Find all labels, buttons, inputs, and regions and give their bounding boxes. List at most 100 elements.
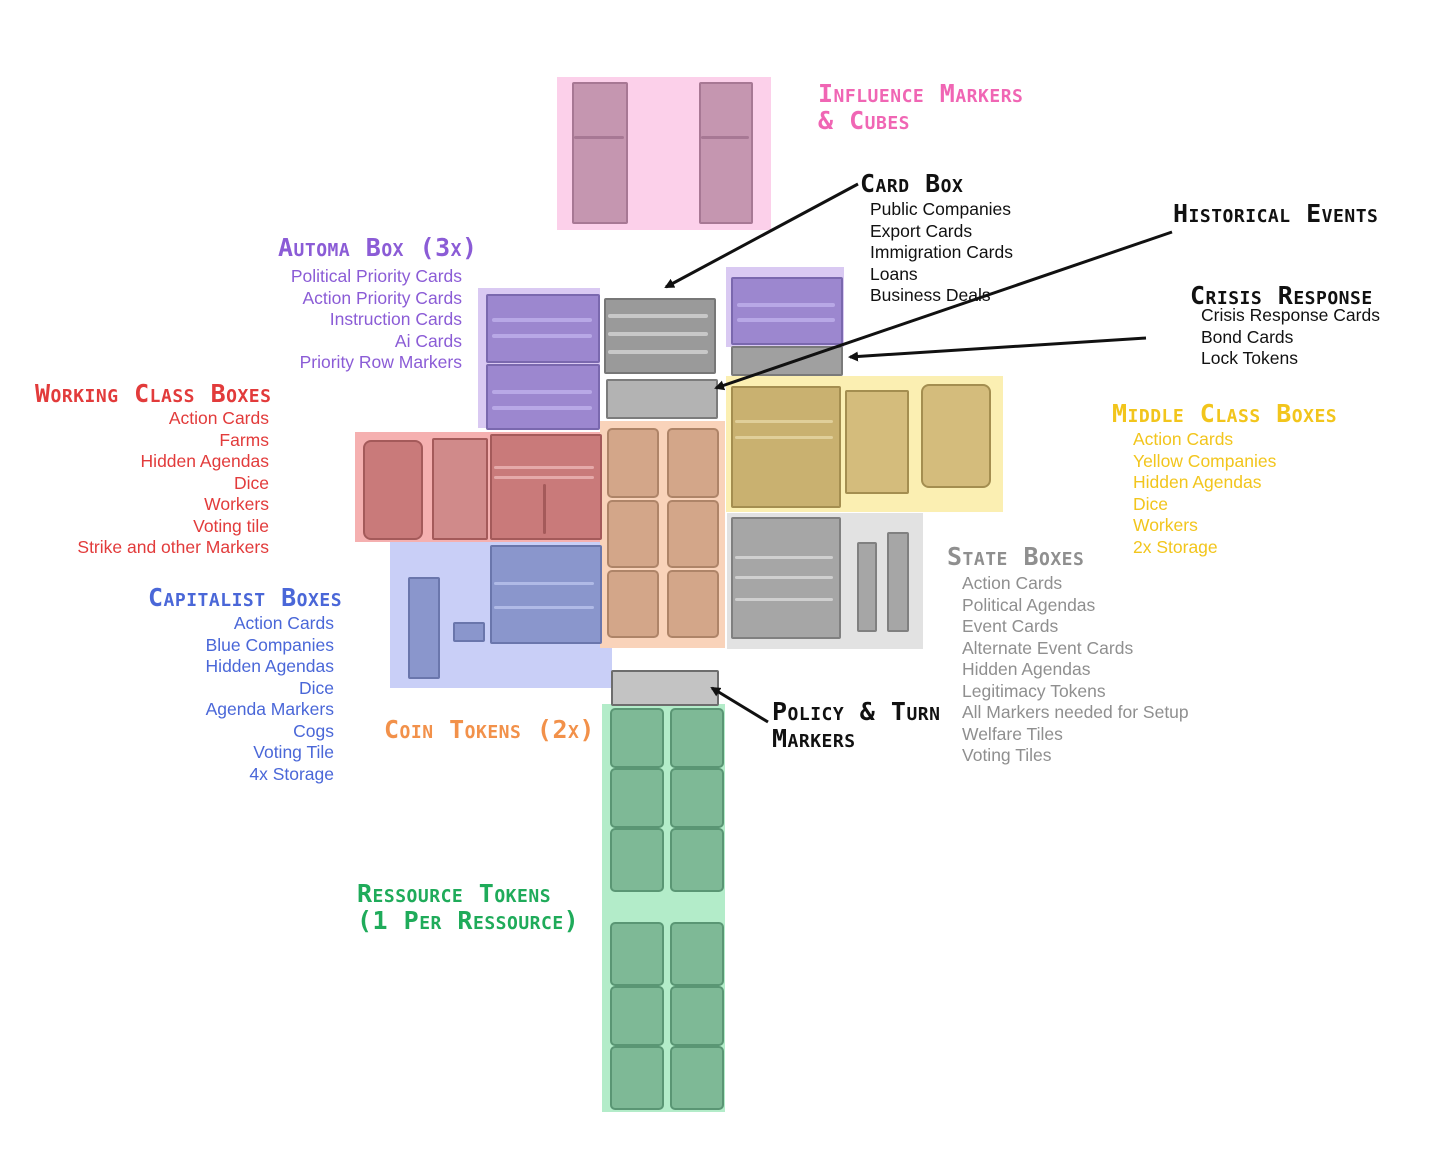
list-item: Business Deals bbox=[870, 285, 991, 305]
state-storage-1 bbox=[857, 542, 877, 632]
resource-tray-2 bbox=[610, 768, 664, 828]
list-item: Alternate Event Cards bbox=[962, 637, 1134, 658]
resource-title-line1: Ressource Tokens bbox=[357, 879, 552, 908]
list-item: Hidden Agendas bbox=[962, 659, 1091, 679]
resource-tray-7 bbox=[610, 922, 664, 986]
list-item: Crisis Response Cards bbox=[1201, 305, 1380, 325]
automa-box-1-shelf2 bbox=[492, 334, 592, 338]
card-box-shelf3 bbox=[608, 350, 708, 354]
influence-tray-left-divider bbox=[574, 136, 624, 139]
capitalist-box-main bbox=[490, 545, 602, 644]
working-box-1 bbox=[363, 440, 423, 540]
coin-tray-6 bbox=[667, 570, 719, 638]
middle-box-shelf bbox=[735, 420, 833, 423]
automa-title: Automa Box (3x) bbox=[278, 233, 478, 262]
card-box bbox=[604, 298, 716, 374]
list-item: Instruction Cards bbox=[329, 309, 462, 329]
list-item: Workers bbox=[1133, 515, 1198, 535]
capitalist-box-shelf bbox=[494, 582, 594, 585]
list-item: Political Agendas bbox=[962, 594, 1096, 615]
historical-events-tray bbox=[606, 379, 718, 419]
middle-box-tray bbox=[921, 384, 991, 488]
capitalist-list: Action Cards Blue Companies Hidden Agend… bbox=[206, 613, 334, 785]
list-item: Public Companies bbox=[870, 199, 1012, 219]
resource-tray-4 bbox=[670, 708, 724, 768]
list-item: Legitimacy Tokens bbox=[962, 680, 1106, 701]
middle-box-card bbox=[845, 390, 909, 494]
automa-list: Political Priority Cards Action Priority… bbox=[291, 266, 462, 374]
capitalist-storage-tall bbox=[408, 577, 440, 679]
capitalist-box-shelf2 bbox=[494, 606, 594, 609]
automa-box-3-shelf2 bbox=[737, 318, 835, 322]
coin-tray-1 bbox=[607, 428, 659, 498]
list-item: Hidden Agendas bbox=[1133, 472, 1262, 492]
list-item: Action Cards bbox=[1133, 429, 1234, 449]
list-item: Welfare Tiles bbox=[962, 723, 1063, 744]
capitalist-title: Capitalist Boxes bbox=[148, 583, 343, 612]
list-item: Action Cards bbox=[168, 408, 269, 428]
arrow-policy-turn bbox=[710, 686, 769, 724]
state-box-shelf1 bbox=[735, 556, 833, 559]
working-class-list: Action Cards Farms Hidden Agendas Dice W… bbox=[77, 408, 269, 559]
capitalist-storage-small bbox=[453, 622, 485, 642]
coin-tray-2 bbox=[607, 500, 659, 568]
list-item: Lock Tokens bbox=[1201, 348, 1298, 368]
list-item: Dice bbox=[1133, 493, 1169, 514]
resource-tray-12 bbox=[670, 1046, 724, 1110]
list-item: Farms bbox=[219, 429, 269, 450]
resource-tray-6 bbox=[670, 828, 724, 892]
list-item: Cogs bbox=[293, 720, 334, 741]
list-item: Voting tile bbox=[193, 515, 269, 536]
working-box-2 bbox=[432, 438, 488, 540]
list-item: All Markers needed for Setup bbox=[962, 702, 1189, 722]
state-box-shelf2 bbox=[735, 576, 833, 579]
state-storage-2 bbox=[887, 532, 909, 632]
working-class-title: Working Class Boxes bbox=[35, 379, 272, 408]
list-item: Loans bbox=[870, 263, 918, 284]
crisis-response-title: Crisis Response bbox=[1190, 281, 1373, 310]
working-box-3-shelf2 bbox=[494, 476, 594, 479]
automa-box-2-shelf2 bbox=[492, 406, 592, 410]
coin-tray-5 bbox=[667, 500, 719, 568]
resource-title-line2: (1 Per Ressource) bbox=[357, 906, 580, 935]
list-item: Dice bbox=[298, 677, 334, 698]
policy-turn-title: Policy & Turn Markers bbox=[772, 698, 940, 752]
list-item: Yellow Companies bbox=[1133, 450, 1277, 471]
crisis-response-list: Crisis Response Cards Bond Cards Lock To… bbox=[1201, 305, 1380, 370]
automa-box-3-shelf bbox=[737, 303, 835, 307]
historical-events-title: Historical Events bbox=[1173, 199, 1379, 228]
influence-title: Influence Markers & Cubes bbox=[818, 80, 1023, 134]
influence-title-line1: Influence Markers bbox=[818, 79, 1024, 108]
list-item: Agenda Markers bbox=[205, 699, 334, 719]
resource-tray-11 bbox=[670, 986, 724, 1046]
list-item: Workers bbox=[204, 494, 269, 514]
resource-tray-3 bbox=[610, 828, 664, 892]
arrow-historical-events bbox=[714, 230, 1173, 391]
resource-tokens-title: Ressource Tokens (1 Per Ressource) bbox=[357, 880, 579, 934]
automa-box-3 bbox=[731, 277, 843, 345]
list-item: Blue Companies bbox=[205, 634, 334, 655]
arrow-card-box bbox=[664, 182, 859, 289]
working-box-3 bbox=[490, 434, 602, 540]
working-box-3-divider bbox=[543, 484, 546, 534]
resource-tray-8 bbox=[610, 986, 664, 1046]
arrow-crisis-response bbox=[848, 336, 1147, 362]
automa-box-1-shelf bbox=[492, 318, 592, 322]
list-item: Immigration Cards bbox=[870, 242, 1013, 262]
middle-box-main bbox=[731, 386, 841, 508]
list-item: Voting Tiles bbox=[962, 745, 1052, 765]
list-item: Action Cards bbox=[233, 613, 334, 633]
policy-title-line1: Policy & Turn bbox=[772, 697, 941, 726]
working-box-3-shelf bbox=[494, 466, 594, 469]
list-item: Dice bbox=[233, 472, 269, 493]
resource-tray-1 bbox=[610, 708, 664, 768]
resource-tray-9 bbox=[610, 1046, 664, 1110]
coin-tray-3 bbox=[607, 570, 659, 638]
list-item: Hidden Agendas bbox=[205, 656, 334, 676]
list-item: Political Priority Cards bbox=[290, 266, 462, 286]
middle-box-shelf2 bbox=[735, 436, 833, 439]
influence-title-line2: & Cubes bbox=[818, 106, 911, 135]
list-item: Voting Tile bbox=[253, 742, 334, 762]
card-box-list: Public Companies Export Cards Immigratio… bbox=[870, 199, 1013, 307]
card-box-shelf2 bbox=[608, 332, 708, 336]
